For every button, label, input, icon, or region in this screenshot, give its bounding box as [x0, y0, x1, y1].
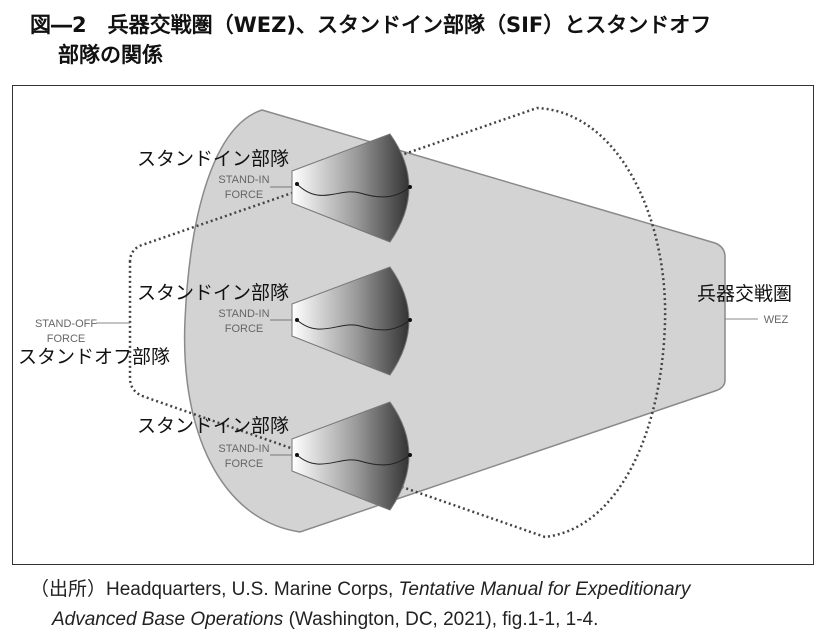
sif-ja-top: スタンドイン部隊 — [137, 148, 289, 170]
source-citation: （出所）Headquarters, U.S. Marine Corps, Ten… — [30, 575, 690, 635]
sof-ja: スタンドオフ部隊 — [18, 346, 170, 368]
wez-en: WEZ — [764, 314, 789, 326]
diagram-frame — [12, 85, 814, 565]
sif-ja-bot: スタンドイン部隊 — [137, 415, 289, 437]
title-line-1: 図―2 兵器交戦圏（WEZ)、スタンドイン部隊（SIF）とスタンドオフ — [30, 13, 712, 37]
source-suffix: (Washington, DC, 2021), fig.1-1, 1-4. — [283, 609, 599, 630]
stand-in-force-middle — [270, 266, 412, 376]
sof-en-1: STAND-OFF — [35, 318, 97, 330]
sif-en-bot-2: FORCE — [225, 458, 264, 470]
stand-in-force-bottom — [270, 401, 412, 511]
sof-en-2: FORCE — [47, 333, 86, 345]
sif-en-mid-1: STAND-IN — [218, 308, 269, 320]
title-line-2: 部隊の関係 — [58, 43, 163, 67]
stand-in-force-top — [270, 133, 412, 243]
sif-en-top-2: FORCE — [225, 189, 264, 201]
wez-ja: 兵器交戦圏 — [697, 283, 792, 305]
source-prefix: （出所）Headquarters, U.S. Marine Corps, — [30, 579, 399, 600]
sif-en-bot-1: STAND-IN — [218, 443, 269, 455]
sif-en-mid-2: FORCE — [225, 323, 264, 335]
source-title-2: Advanced Base Operations — [52, 609, 284, 630]
wez-zone — [183, 109, 726, 533]
figure-title: 図―2 兵器交戦圏（WEZ)、スタンドイン部隊（SIF）とスタンドオフ 部隊の関… — [30, 10, 711, 70]
sif-ja-mid: スタンドイン部隊 — [137, 282, 289, 304]
source-title-1: Tentative Manual for Expeditionary — [398, 579, 691, 600]
sif-en-top-1: STAND-IN — [218, 174, 269, 186]
